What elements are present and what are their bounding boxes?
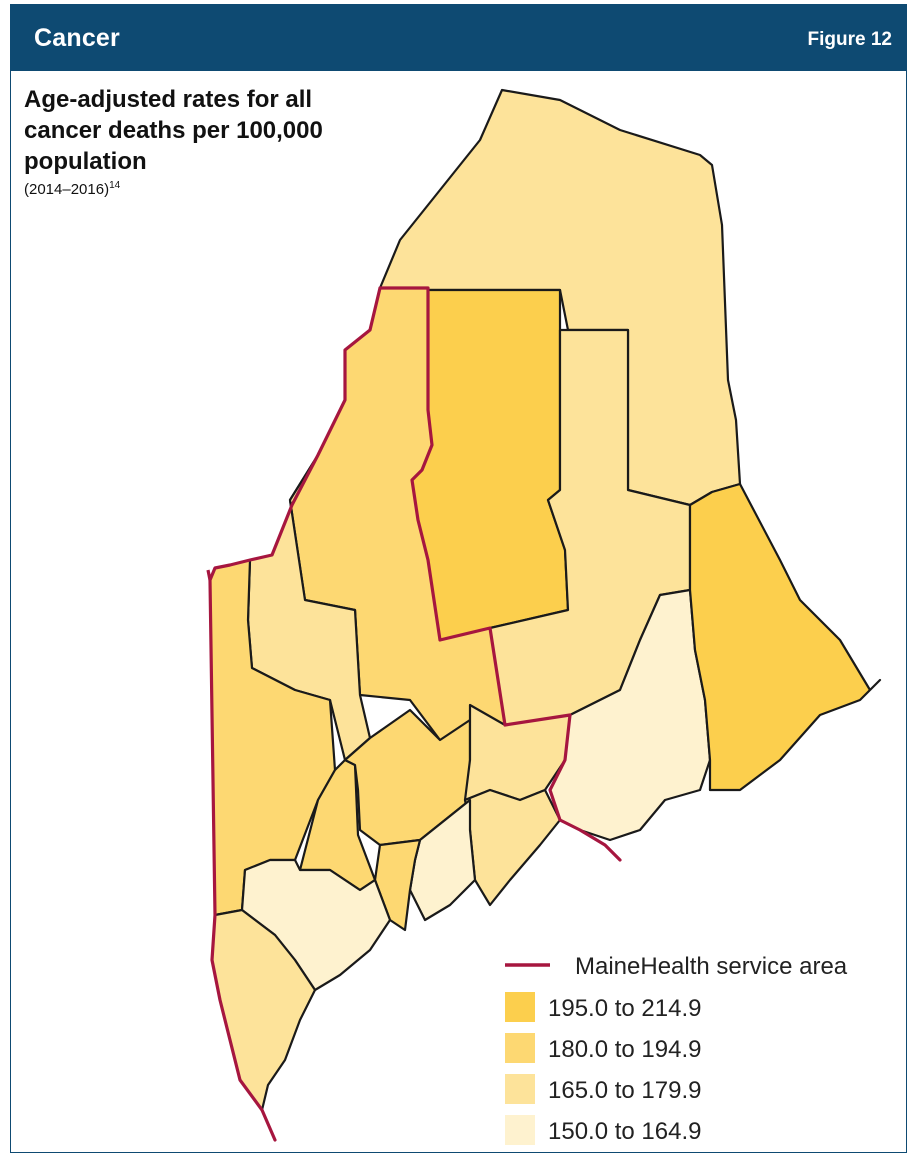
- figure-number: Figure 12: [807, 29, 892, 50]
- legend-label-150: 150.0 to 164.9: [548, 1118, 701, 1145]
- legend-swatch-180: [505, 1033, 535, 1063]
- legend-label-180: 180.0 to 194.9: [548, 1036, 701, 1063]
- map-title-text: Age-adjusted rates for all cancer deaths…: [24, 86, 323, 175]
- map-title: Age-adjusted rates for all cancer deaths…: [24, 84, 324, 199]
- nh-border-segment: [206, 569, 212, 581]
- map-subtitle-years: (2014–2016): [24, 181, 110, 198]
- map-subtitle: (2014–2016)14: [24, 177, 324, 199]
- figure-header: Cancer Figure 12: [11, 5, 906, 71]
- legend-label-165: 165.0 to 179.9: [548, 1077, 701, 1104]
- service-area-boundary: [208, 286, 622, 1142]
- map-legend: MaineHealth service area 195.0 to 214.9 …: [505, 953, 848, 1145]
- legend-swatch-195: [505, 992, 535, 1022]
- legend-service-area-label: MaineHealth service area: [575, 953, 848, 980]
- county-piscataquis[interactable]: [410, 288, 570, 642]
- legend-swatch-165: [505, 1074, 535, 1104]
- map-subtitle-footnote: 14: [109, 180, 121, 191]
- county-knox[interactable]: [463, 788, 562, 907]
- legend-label-195: 195.0 to 214.9: [548, 995, 701, 1022]
- figure-title: Cancer: [34, 24, 120, 52]
- county-washington[interactable]: [688, 482, 882, 792]
- legend-swatch-150: [505, 1115, 535, 1145]
- county-aroostook[interactable]: [378, 88, 742, 507]
